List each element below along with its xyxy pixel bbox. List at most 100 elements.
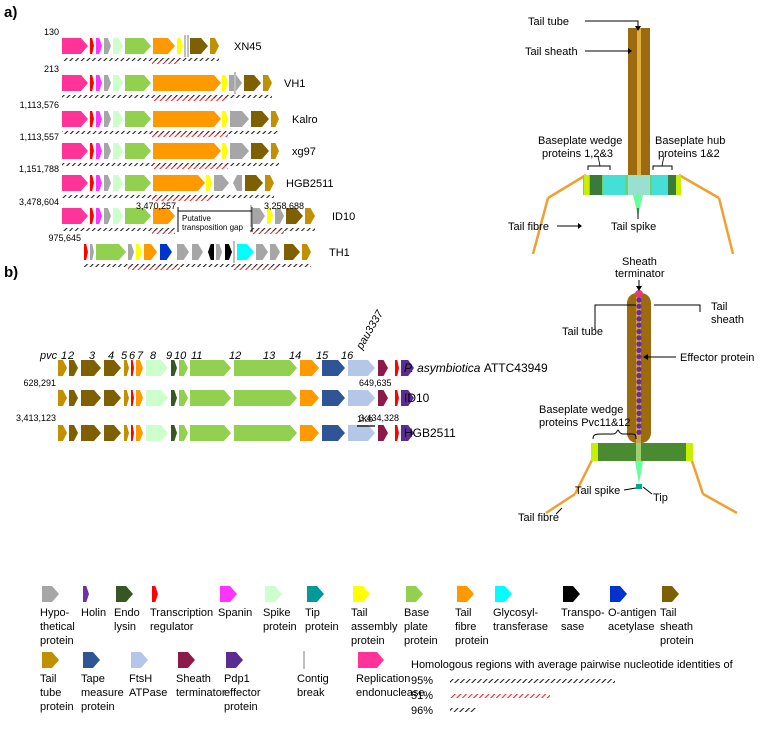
legend-label: endonuclease (356, 687, 425, 699)
legend-swatch (358, 652, 384, 668)
effector-protein-dot (636, 385, 642, 391)
gene-arrow-tube (58, 425, 67, 441)
gene-arrow-tube (305, 208, 315, 224)
legend-swatch (303, 651, 305, 669)
gene-arrow-hypothetical (253, 208, 265, 224)
homology-hatch-black (62, 195, 274, 198)
gene-arrow-tape (322, 425, 345, 441)
label-tail-tube: Tail tube (528, 16, 569, 28)
start-coordinate: 1,113,576 (20, 100, 59, 110)
effector-protein-dot (636, 379, 642, 385)
gene-arrow-spike (146, 390, 168, 406)
gene-arrow-spike (113, 111, 123, 127)
genome-name: VH1 (284, 78, 305, 90)
legend-label: protein (263, 621, 297, 633)
label-tail-sheath: Tail sheath (525, 46, 578, 58)
legend-label: sheath (660, 621, 693, 633)
legend-label: fibre (455, 621, 476, 633)
gene-arrow-hypothetical (104, 175, 111, 191)
pvc-gene-number: 16 (341, 350, 354, 362)
gene-arrow-transcription (131, 390, 134, 406)
gene-arrow-pdp1 (401, 360, 414, 376)
legend-item-transposase: Transpo-sase (561, 586, 605, 633)
effector-proteins (636, 297, 642, 435)
label-sheath-terminator-1: Sheath (622, 256, 657, 268)
legend-label: protein (660, 635, 694, 647)
genome-name: HGB2511 (286, 178, 334, 190)
legend-label: protein (404, 635, 438, 647)
pvc-tail-spike (635, 461, 643, 484)
effector-protein-dot (636, 423, 642, 429)
gene-arrow-sheath-term (378, 360, 388, 376)
legend-swatch (563, 586, 580, 602)
legend-label: Replication (356, 673, 410, 685)
legend-label: protein (81, 701, 115, 713)
pvc-gene-number: 10 (174, 350, 187, 362)
legend-label: Sheath (176, 673, 211, 685)
legend-label: Spanin (218, 607, 252, 619)
homology-hatch-red (152, 61, 180, 64)
gene-arrow-hypothetical (270, 244, 280, 260)
gene-arrow-hypothetical (256, 244, 268, 260)
genome-name: ID10 (332, 211, 355, 223)
gene-arrow-pdp1 (401, 390, 414, 406)
gene-arrow-hypothetical (128, 244, 134, 260)
legend-swatch (610, 586, 627, 602)
gene-arrow-sheath (244, 75, 261, 91)
pvc-gene-number: 12 (229, 350, 241, 362)
gene-arrow-tube (263, 75, 272, 91)
sheath-terminator-cap (635, 290, 643, 298)
effector-protein-dot (636, 417, 642, 423)
effector-protein-dot (636, 354, 642, 360)
pvc-gene-number: 4 (108, 350, 114, 362)
homology-hatch-black (250, 228, 315, 231)
pvc-gene-number: 13 (263, 350, 276, 362)
pau3337-label: pau3337 (354, 308, 387, 353)
tail-spike (633, 195, 643, 216)
genome-name: XN45 (234, 41, 262, 53)
tail-tube (637, 28, 641, 178)
legend-label: Tail (40, 673, 57, 685)
legend-swatch (457, 586, 474, 602)
contig-break-mark (233, 241, 235, 263)
gene-arrow-glyco (237, 244, 254, 260)
pvc-gene-number: 6 (129, 350, 136, 362)
gene-arrow-hypothetical (275, 208, 284, 224)
gene-arrow-hypothetical (104, 111, 111, 127)
legend-label: Tail (455, 607, 472, 619)
genome-name: xg97 (292, 146, 316, 158)
legend-swatch (178, 652, 195, 668)
gene-arrow-transposase (208, 244, 214, 260)
effector-protein-dot (636, 303, 642, 309)
effector-protein-dot (636, 410, 642, 416)
legend-item-glyco: Glycosyl-transferase (493, 586, 548, 633)
panel-a-tail-diagram: Tail tube Tail sheath Baseplate wedge pr… (508, 16, 735, 255)
homology-hatch-red (250, 231, 284, 234)
homology-hatch-black (62, 58, 219, 61)
gene-arrow-replication (62, 175, 88, 191)
gene-arrow-tube (210, 38, 219, 54)
pvc-label: pvc (39, 350, 58, 362)
end-coordinate: 3,434,328 (359, 413, 399, 423)
gene-arrow-tube (58, 390, 67, 406)
legend-label: thetical (40, 621, 75, 633)
legend-item-spanin: Spanin (218, 586, 252, 619)
gene-arrow-replication (62, 111, 88, 127)
homology-hatch-red (152, 198, 212, 201)
legend-label: tube (40, 687, 61, 699)
contig-break-mark (234, 72, 236, 94)
gene-arrow-tail-fibre (136, 390, 143, 406)
gene-arrow-hypothetical (90, 244, 94, 260)
gene-arrow-baseplate (125, 75, 151, 91)
